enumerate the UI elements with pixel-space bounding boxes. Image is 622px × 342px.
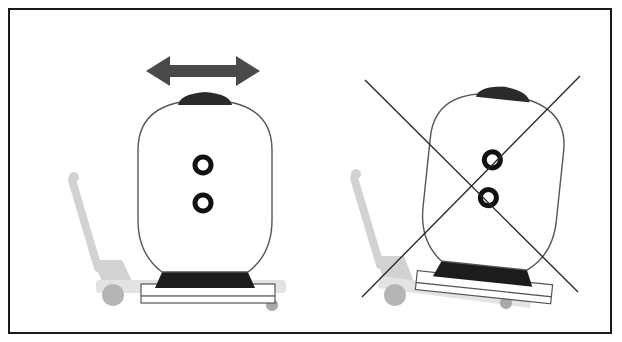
tank-lid [178, 92, 232, 105]
truck-handle-bar [68, 176, 102, 272]
incorrect-illustration [350, 75, 581, 309]
truck-body [376, 256, 414, 282]
tank-port-upper [481, 149, 503, 171]
double-arrow-icon [146, 56, 260, 86]
tank-port-upper [192, 154, 214, 176]
pallet-board-bottom [414, 281, 553, 305]
truck-front-wheel [102, 284, 124, 306]
truck-front-wheel [384, 284, 406, 306]
pallet-board-bottom [140, 295, 276, 304]
figure-frame [8, 8, 612, 334]
cross-out-icon [361, 75, 581, 298]
truck-body [92, 260, 134, 285]
filter-tank-body [137, 99, 273, 273]
tilted-tank-assembly [414, 86, 565, 305]
panel-incorrect-transport [310, 10, 610, 332]
cross-line-b [361, 75, 581, 298]
panel-correct-transport [10, 10, 310, 332]
tank-lid [475, 86, 530, 103]
truck-handle-bar [350, 174, 384, 269]
correct-illustration [68, 56, 286, 311]
filter-tank-body [421, 93, 565, 271]
tank-port-lower [192, 192, 214, 214]
tank-port-lower [477, 187, 499, 209]
truck-rear-wheel [500, 297, 512, 309]
